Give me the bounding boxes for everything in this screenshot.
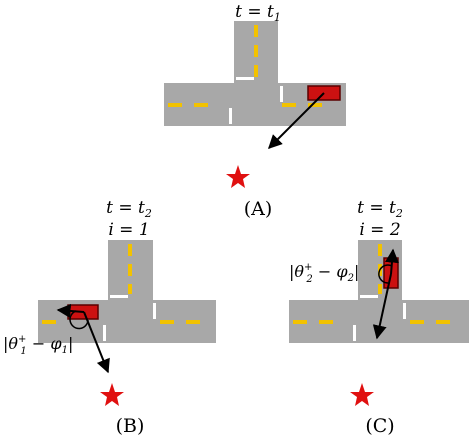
panel-c-target-heading-arrow-icon bbox=[372, 273, 392, 340]
panel-b-angle-label: |θ+1 − φ1| bbox=[3, 334, 73, 357]
panel-a-lane-dash bbox=[254, 65, 258, 77]
panel-b-intersection bbox=[38, 240, 216, 343]
panel-a-goal-star-icon bbox=[226, 165, 250, 188]
panel-c-time-label: t = t2 bbox=[357, 198, 403, 220]
panel-a-caption: (A) bbox=[244, 198, 273, 220]
panel-b-stop-line bbox=[153, 303, 156, 319]
panel-b-lane-dash bbox=[160, 320, 174, 324]
panel-c: t = t2 i = 2 |θ+2 − φ2| (C) bbox=[289, 198, 469, 436]
panel-c-stop-line bbox=[353, 325, 356, 341]
panel-a-lane-dash bbox=[282, 103, 296, 107]
panel-c-stop-line bbox=[403, 303, 406, 319]
panel-b-caption: (B) bbox=[116, 415, 145, 436]
panel-a-lane-dash bbox=[254, 25, 258, 37]
panel-b-time-label: t = t2 bbox=[106, 198, 152, 220]
panel-c-goal-star-icon bbox=[350, 383, 374, 406]
panel-a-intersection bbox=[164, 21, 346, 126]
panel-c-stop-line bbox=[360, 295, 378, 298]
panel-b-stop-line bbox=[110, 295, 128, 298]
panel-b-angle-arc-icon bbox=[69, 310, 89, 330]
panel-c-lane-dash bbox=[436, 320, 450, 324]
panel-c-lane-dash bbox=[378, 244, 382, 256]
panel-a: t = t1 (A) bbox=[164, 2, 346, 220]
panel-c-angle-arc-icon bbox=[378, 264, 393, 284]
panel-b-lane-dash bbox=[128, 244, 132, 256]
panel-a-lane-dash bbox=[254, 45, 258, 57]
panel-b-stop-line bbox=[103, 325, 106, 341]
panel-b-lane-dash bbox=[128, 284, 132, 294]
panel-c-caption: (C) bbox=[365, 415, 394, 436]
panel-a-lane-dash bbox=[194, 103, 208, 107]
panel-c-current-heading-arrow-icon bbox=[384, 248, 399, 275]
panel-b-lane-dash bbox=[186, 320, 200, 324]
panel-a-heading-arrow-icon bbox=[268, 92, 325, 149]
panel-c-angle-label: |θ+2 − φ2| bbox=[289, 262, 359, 285]
panel-b: t = t2 i = 1 |θ+1 − φ1| (B) bbox=[3, 198, 216, 436]
panel-b-lane-dash bbox=[128, 264, 132, 276]
panel-c-lane-dash bbox=[319, 320, 333, 324]
panel-a-stop-line bbox=[229, 108, 232, 124]
panel-c-lane-dash bbox=[410, 320, 424, 324]
panel-c-index-label: i = 2 bbox=[359, 220, 400, 240]
panel-c-lane-dash bbox=[293, 320, 307, 324]
panel-a-stop-line bbox=[280, 86, 283, 102]
panel-a-lane-dash bbox=[168, 103, 182, 107]
panel-a-lane-dash bbox=[308, 103, 322, 107]
panel-a-time-label: t = t1 bbox=[235, 2, 281, 24]
panel-a-stop-line bbox=[236, 77, 254, 80]
panel-c-lane-dash bbox=[378, 284, 382, 294]
panel-b-goal-star-icon bbox=[100, 383, 124, 406]
panel-b-lane-dash bbox=[42, 320, 56, 324]
panel-b-index-label: i = 1 bbox=[108, 220, 149, 240]
panel-b-current-heading-arrow-icon bbox=[56, 303, 85, 318]
